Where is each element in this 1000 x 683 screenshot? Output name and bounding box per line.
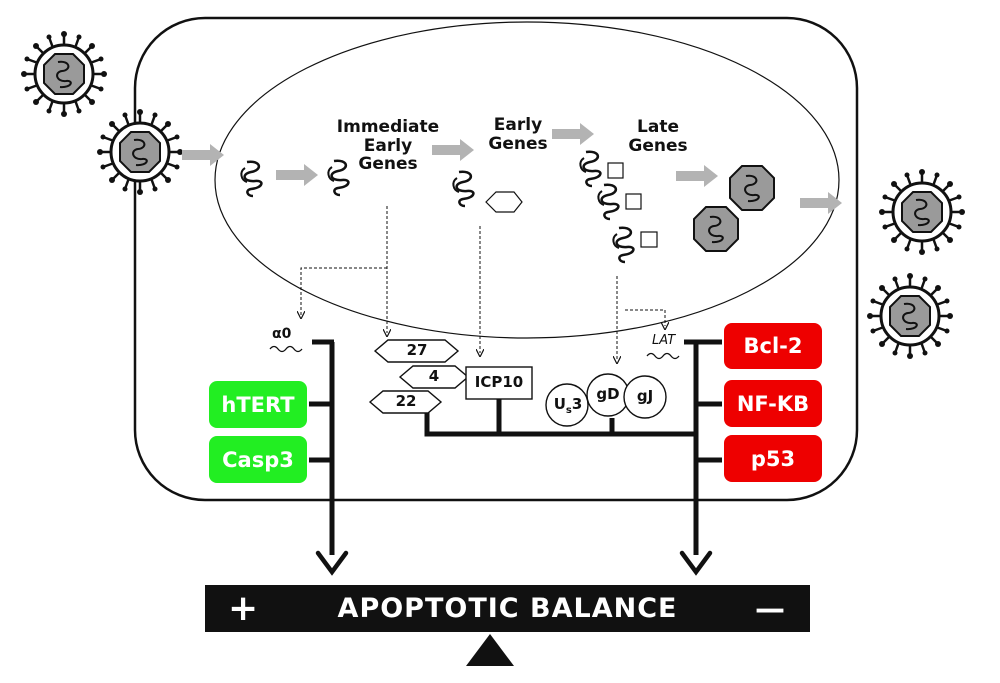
gj-circle: [623, 375, 667, 419]
early-protein-hexagon: [485, 191, 523, 213]
late-protein-square: [640, 231, 658, 248]
gd-circle: [586, 373, 630, 417]
ie-27-diamond: [373, 339, 460, 363]
capsid: [693, 206, 739, 252]
capsid: [729, 165, 775, 211]
us3-circle: [545, 383, 589, 427]
arrowhead-left: [315, 550, 349, 576]
alpha0-transcript-icon: [269, 345, 303, 353]
virion-released-top: [877, 167, 967, 257]
ie-22-diamond: [368, 390, 443, 414]
dashed-arrow: [625, 309, 665, 326]
nucleus: [214, 21, 840, 339]
late-protein-square: [625, 193, 642, 210]
viral-protein-connector: [424, 404, 696, 437]
arrowhead-right: [679, 550, 713, 576]
fulcrum-triangle: [466, 634, 514, 666]
virion-released-bottom: [865, 271, 955, 361]
lat-transcript-icon: [646, 352, 680, 360]
virion-entering-top: [19, 29, 109, 119]
icp10-box: [465, 366, 533, 400]
late-protein-square: [607, 162, 624, 179]
virion-entering: [95, 107, 185, 197]
dashed-arrow: [301, 267, 387, 315]
ie-4-diamond: [398, 365, 470, 389]
